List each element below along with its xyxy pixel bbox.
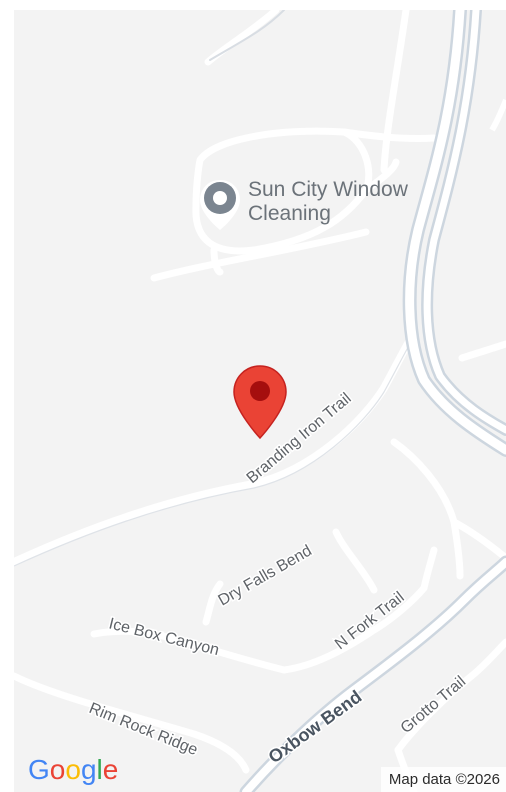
poi-name: Sun City Window Cleaning bbox=[248, 178, 408, 225]
street-label-grotto: Grotto Trail bbox=[398, 673, 470, 737]
map-attribution[interactable]: Map data ©2026 bbox=[380, 767, 506, 792]
street-label-dry-falls: Dry Falls Bend bbox=[216, 542, 315, 609]
map-pin-icon[interactable] bbox=[232, 364, 288, 440]
road-network: Branding Iron Trail Dry Falls Bend N For… bbox=[14, 10, 506, 792]
street-label-n-fork: N Fork Trail bbox=[332, 589, 408, 653]
road-branding-iron bbox=[14, 336, 414, 566]
street-label-oxbow: Oxbow Bend bbox=[265, 686, 366, 767]
google-logo[interactable]: Google bbox=[28, 754, 119, 785]
poi-sun-city-window-cleaning[interactable]: Sun City Window Cleaning bbox=[198, 178, 468, 234]
map-canvas[interactable]: Branding Iron Trail Dry Falls Bend N For… bbox=[14, 10, 506, 792]
location-dot-icon bbox=[198, 178, 242, 234]
